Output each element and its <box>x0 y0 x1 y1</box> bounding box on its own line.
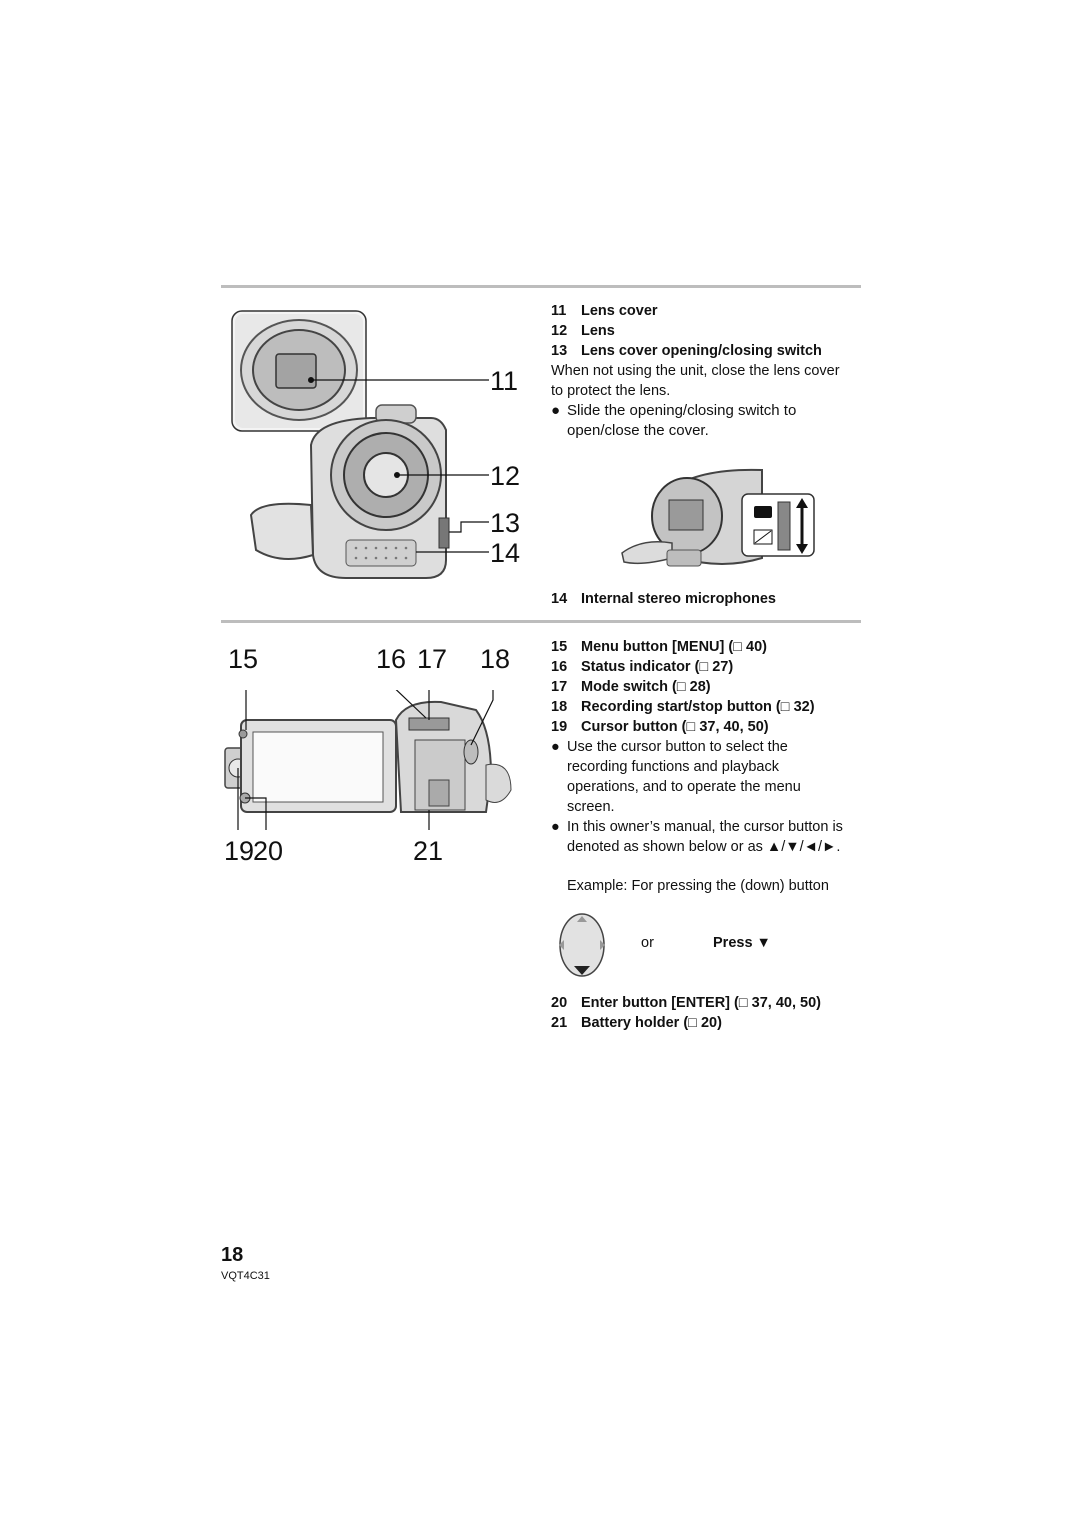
item-14-number: 14 <box>551 591 568 607</box>
example-text: Example: For pressing the (down) button <box>567 878 829 894</box>
bullet-icon: ● <box>551 739 560 755</box>
item-13-number: 13 <box>551 343 568 359</box>
item-21-ref: 20) <box>700 1015 722 1031</box>
item-11-label: Lens cover <box>581 303 658 319</box>
item-20-label: Enter button [ENTER] ( <box>581 995 739 1011</box>
item-18: 18 Recording start/stop button (□ 32) <box>551 697 815 717</box>
item-16-number: 16 <box>551 659 568 675</box>
book-icon: □ <box>699 659 713 675</box>
item-21: 21 Battery holder (□ 20) <box>551 1013 722 1033</box>
cover-open-icon <box>754 506 772 518</box>
or-label: or <box>641 935 654 951</box>
item-11-number: 11 <box>551 303 567 319</box>
book-icon: □ <box>733 639 747 655</box>
callout-15: 15 <box>228 644 259 674</box>
item-12-label: Lens <box>581 323 615 339</box>
bullet-icon: ● <box>551 402 561 419</box>
item-20: 20 Enter button [ENTER] (□ 37, 40, 50) <box>551 993 821 1013</box>
document-code: VQT4C31 <box>221 1270 270 1282</box>
item-14: 14 Internal stereo microphones <box>551 589 776 609</box>
item-18-ref: 32) <box>793 699 815 715</box>
cursor-bullet-1-text: Use the cursor button to select the reco… <box>567 739 801 815</box>
camera-switch-illustration <box>621 468 815 567</box>
item-13-label: Lens cover opening/closing switch <box>581 343 822 359</box>
top-rule <box>221 285 861 288</box>
book-icon: □ <box>738 995 752 1011</box>
lens-cover-bullet-text: Slide the opening/closing switch to open… <box>567 402 797 439</box>
press-down-label: Press ▼ <box>713 935 771 951</box>
item-13: 13 Lens cover opening/closing switch <box>551 341 822 361</box>
callout-20: 20 <box>253 836 284 866</box>
item-15-ref: 40) <box>746 639 767 655</box>
book-icon: □ <box>688 1015 701 1031</box>
callout-21: 21 <box>413 836 444 866</box>
callout-13: 13 <box>490 508 521 538</box>
page-number: 18 <box>221 1244 244 1266</box>
cursor-bullet-2-text: In this owner’s manual, the cursor butto… <box>567 819 843 855</box>
item-15-number: 15 <box>551 639 568 655</box>
item-17-ref: 28) <box>689 679 711 695</box>
middle-rule <box>221 620 861 623</box>
item-12-number: 12 <box>551 323 568 339</box>
cursor-button-icon <box>559 913 605 977</box>
book-icon: □ <box>676 679 690 695</box>
callout-19: 19 <box>224 836 255 866</box>
cursor-bullet-1: ● Use the cursor button to select the rec… <box>551 737 841 817</box>
camera-front-illustration <box>231 310 489 579</box>
item-11: 11 Lens cover <box>551 301 658 321</box>
cursor-bullet-2: ● In this owner’s manual, the cursor butt… <box>551 817 851 857</box>
bullet-icon: ● <box>551 819 560 835</box>
callout-17: 17 <box>417 644 448 674</box>
callout-16: 16 <box>376 644 407 674</box>
lens-cover-description: When not using the unit, close the lens … <box>551 363 840 399</box>
item-12: 12 Lens <box>551 321 615 341</box>
item-19-label: Cursor button ( <box>581 719 687 735</box>
item-19: 19 Cursor button (□ 37, 40, 50) <box>551 717 769 737</box>
item-21-label: Battery holder ( <box>581 1015 689 1031</box>
item-18-number: 18 <box>551 699 568 715</box>
item-20-ref: 37, 40, 50) <box>751 995 821 1011</box>
callout-12: 12 <box>490 461 521 491</box>
item-19-number: 19 <box>551 719 568 735</box>
item-17: 17 Mode switch (□ 28) <box>551 677 711 697</box>
book-icon: □ <box>686 719 700 735</box>
item-16-ref: 27) <box>712 659 734 675</box>
callout-14: 14 <box>490 538 521 568</box>
lens-cover-bullet: ● Slide the opening/closing switch to ope… <box>551 401 851 441</box>
item-19-ref: 37, 40, 50) <box>699 719 769 735</box>
item-17-label: Mode switch ( <box>581 679 677 695</box>
item-21-number: 21 <box>551 1015 568 1031</box>
item-15: 15 Menu button [MENU] (□ 40) <box>551 637 767 657</box>
item-16: 16 Status indicator (□ 27) <box>551 657 733 677</box>
item-20-number: 20 <box>551 995 568 1011</box>
item-17-number: 17 <box>551 679 568 695</box>
camera-lcd-illustration <box>224 690 512 830</box>
book-icon: □ <box>780 699 794 715</box>
callout-11: 11 <box>490 366 519 396</box>
item-14-label: Internal stereo microphones <box>581 591 776 607</box>
callout-18: 18 <box>480 644 511 674</box>
item-18-label: Recording start/stop button ( <box>581 699 781 715</box>
item-15-label: Menu button [MENU] ( <box>581 639 734 655</box>
item-16-label: Status indicator ( <box>581 659 700 675</box>
